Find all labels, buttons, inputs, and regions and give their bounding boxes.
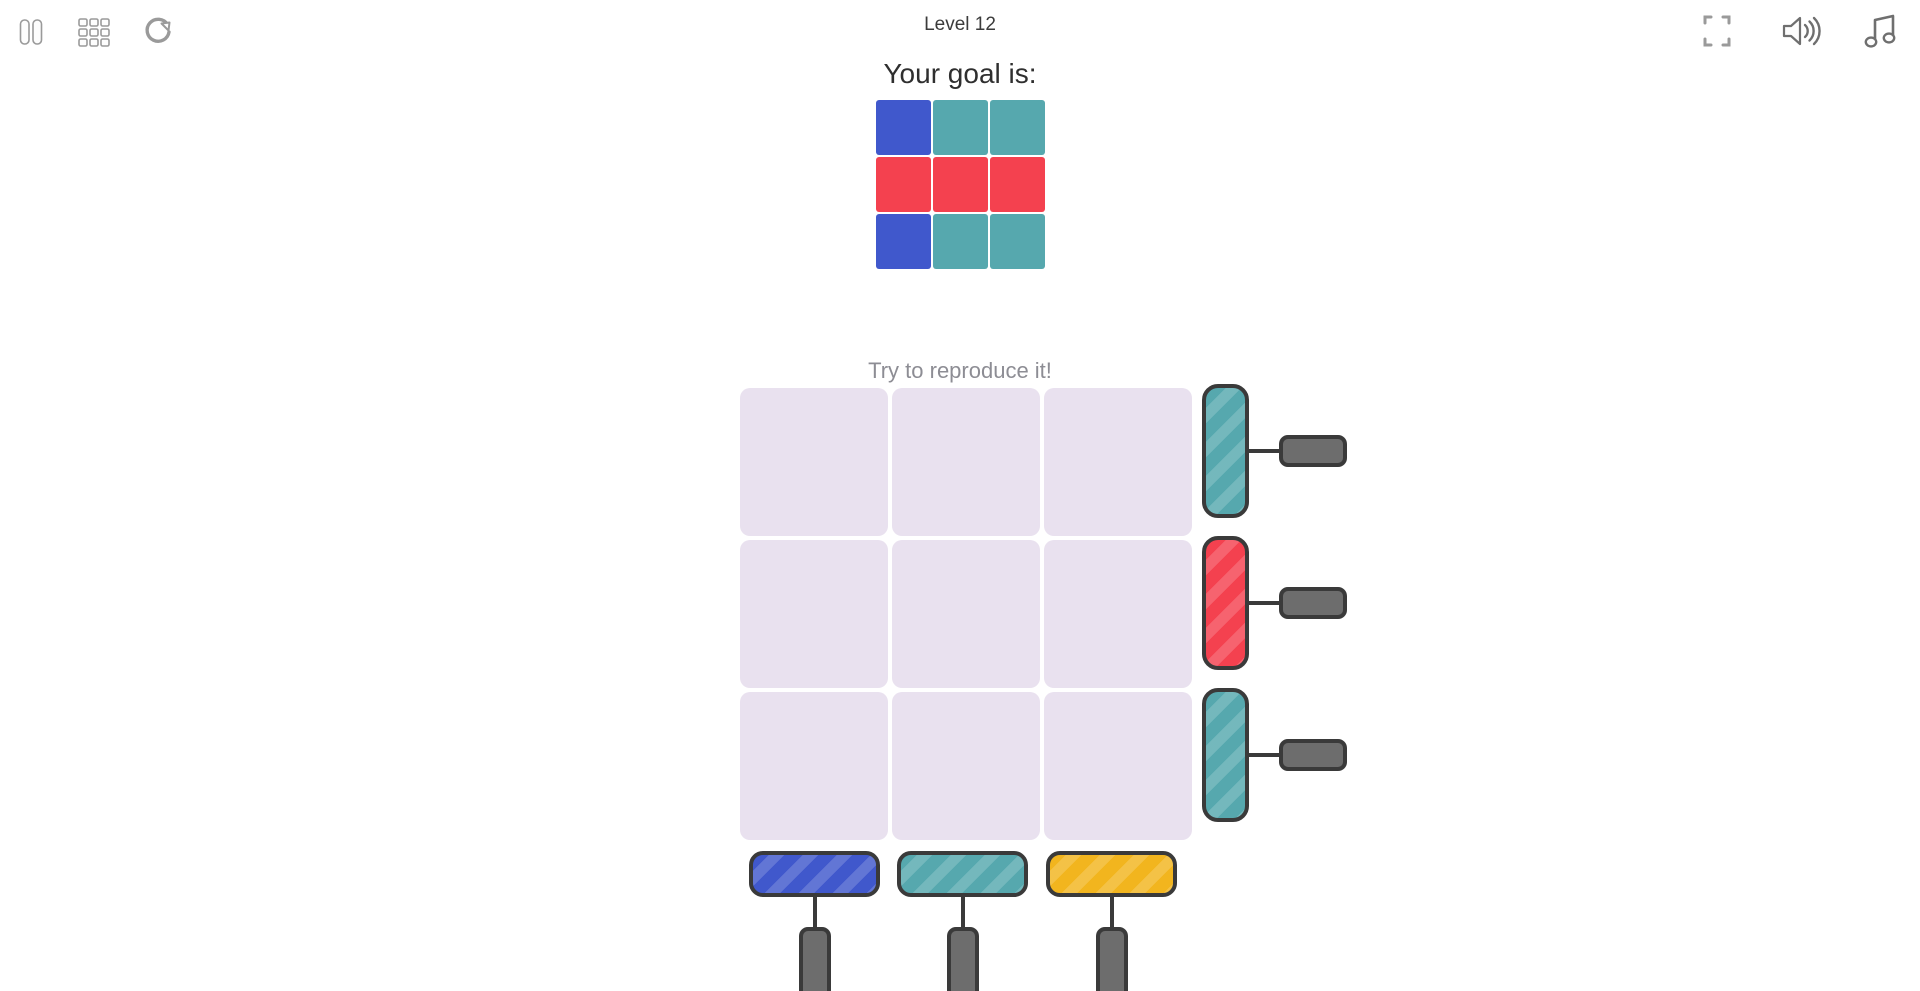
- music-note-icon: [1864, 14, 1896, 48]
- fullscreen-button[interactable]: [1696, 10, 1738, 52]
- column-lever-0[interactable]: [749, 851, 880, 991]
- play-cell-r1c1[interactable]: [892, 540, 1040, 688]
- goal-cell-r1c2: [989, 157, 1045, 212]
- fullscreen-icon: [1703, 15, 1731, 47]
- column-lever-handle-0[interactable]: [798, 927, 831, 991]
- column-lever-handle-1[interactable]: [946, 927, 979, 991]
- column-lever-bar-1[interactable]: [897, 851, 1028, 897]
- column-lever-bar-0[interactable]: [749, 851, 880, 897]
- row-lever-bar-1[interactable]: [1202, 536, 1249, 670]
- play-cell-r2c1[interactable]: [892, 692, 1040, 840]
- play-cell-r0c1[interactable]: [892, 388, 1040, 536]
- restart-icon: [145, 17, 171, 43]
- goal-cell-r0c2: [989, 100, 1045, 155]
- goal-section: Your goal is:: [0, 58, 1920, 269]
- goal-cell-r0c1: [932, 100, 988, 155]
- page-title: Level 12: [924, 14, 996, 35]
- row-lever-rod-0: [1249, 449, 1279, 453]
- play-grid: [740, 388, 1192, 840]
- play-caption: Try to reproduce it!: [868, 358, 1052, 383]
- row-lever-bar-0[interactable]: [1202, 384, 1249, 518]
- goal-heading: Your goal is:: [883, 58, 1037, 89]
- goal-cell-r2c1: [932, 214, 988, 269]
- toolbar-right: [1696, 10, 1902, 52]
- goal-grid: [875, 100, 1045, 269]
- play-cell-r0c2[interactable]: [1044, 388, 1192, 536]
- sound-button[interactable]: [1778, 11, 1822, 51]
- column-lever-rod-0: [812, 897, 817, 927]
- play-cell-r2c0[interactable]: [740, 692, 888, 840]
- column-lever-1[interactable]: [897, 851, 1028, 991]
- row-lever-handle-0[interactable]: [1279, 435, 1347, 467]
- pause-icon: [19, 19, 43, 45]
- row-lever-0[interactable]: [1202, 384, 1347, 518]
- levels-button[interactable]: [76, 15, 112, 49]
- goal-cell-r2c2: [989, 214, 1045, 269]
- row-lever-rod-1: [1249, 601, 1279, 605]
- row-lever-2[interactable]: [1202, 688, 1347, 822]
- grid-icon: [78, 18, 110, 47]
- row-lever-1[interactable]: [1202, 536, 1347, 670]
- row-lever-rod-2: [1249, 753, 1279, 757]
- column-lever-2[interactable]: [1046, 851, 1177, 991]
- play-cell-r1c2[interactable]: [1044, 540, 1192, 688]
- column-lever-rod-1: [960, 897, 965, 927]
- row-lever-handle-2[interactable]: [1279, 739, 1347, 771]
- play-cell-r2c2[interactable]: [1044, 692, 1192, 840]
- restart-button[interactable]: [140, 14, 176, 50]
- goal-cell-r1c1: [932, 157, 988, 212]
- goal-cell-r0c0: [875, 100, 931, 155]
- goal-cell-r2c0: [875, 214, 931, 269]
- music-button[interactable]: [1862, 10, 1902, 52]
- play-cell-r1c0[interactable]: [740, 540, 888, 688]
- pause-button[interactable]: [14, 15, 48, 49]
- row-lever-handle-1[interactable]: [1279, 587, 1347, 619]
- column-lever-bar-2[interactable]: [1046, 851, 1177, 897]
- goal-cell-r1c0: [875, 157, 931, 212]
- column-lever-rod-2: [1109, 897, 1114, 927]
- toolbar-left: [14, 14, 176, 50]
- speaker-icon: [1782, 16, 1821, 46]
- column-lever-handle-2[interactable]: [1095, 927, 1128, 991]
- row-lever-bar-2[interactable]: [1202, 688, 1249, 822]
- play-cell-r0c0[interactable]: [740, 388, 888, 536]
